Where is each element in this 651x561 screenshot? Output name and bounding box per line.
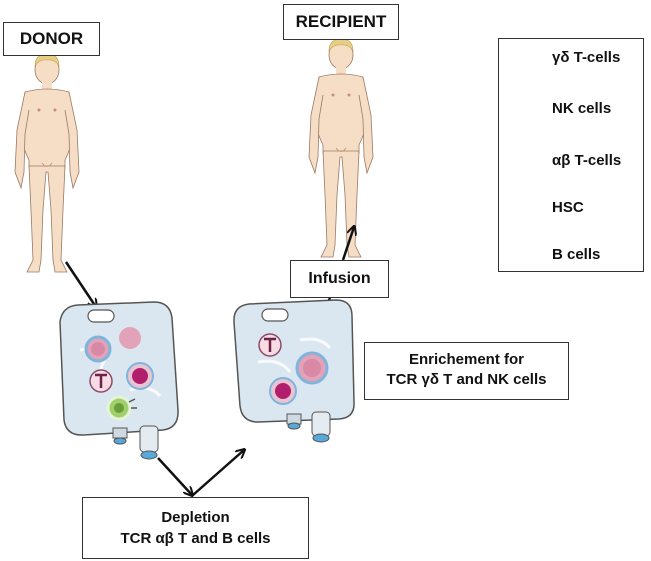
enrichment-line-1: Enrichement for [408, 351, 525, 368]
recipient-label: RECIPIENT [283, 4, 399, 40]
legend-label-alpha-beta-t-cells: αβ T-cells [552, 152, 622, 169]
unmanipulated-product-bag [59, 301, 179, 460]
enrichment-line-2: TCR γδ T and NK cells [386, 371, 547, 388]
legend-label-b-cells: B cells [552, 246, 601, 263]
depletion-line-2: TCR αβ T and B cells [120, 530, 271, 547]
depletion-to-bag-arrow [192, 450, 244, 496]
legend-label-hsc: HSC [552, 199, 584, 216]
infusion-to-recipient-arrow [341, 227, 354, 261]
recipient-figure [308, 38, 374, 258]
depletion-line-1: Depletion [161, 509, 230, 526]
donor-figure [14, 53, 80, 273]
legend-label-nk-cells: NK cells [552, 100, 612, 117]
enriched-product-bag [233, 299, 355, 443]
infusion-label: Infusion [290, 260, 389, 298]
bag-to-depletion-arrow [157, 457, 192, 495]
enrichment-box: Enrichement for TCR γδ T and NK cells [364, 342, 569, 400]
legend-label-gamma-delta-t-cells: γδ T-cells [552, 49, 621, 66]
donor-label: DONOR [3, 22, 100, 56]
cell-type-legend [498, 38, 644, 272]
donor-to-bag-arrow [64, 261, 96, 307]
depletion-box: Depletion TCR αβ T and B cells [82, 497, 309, 559]
